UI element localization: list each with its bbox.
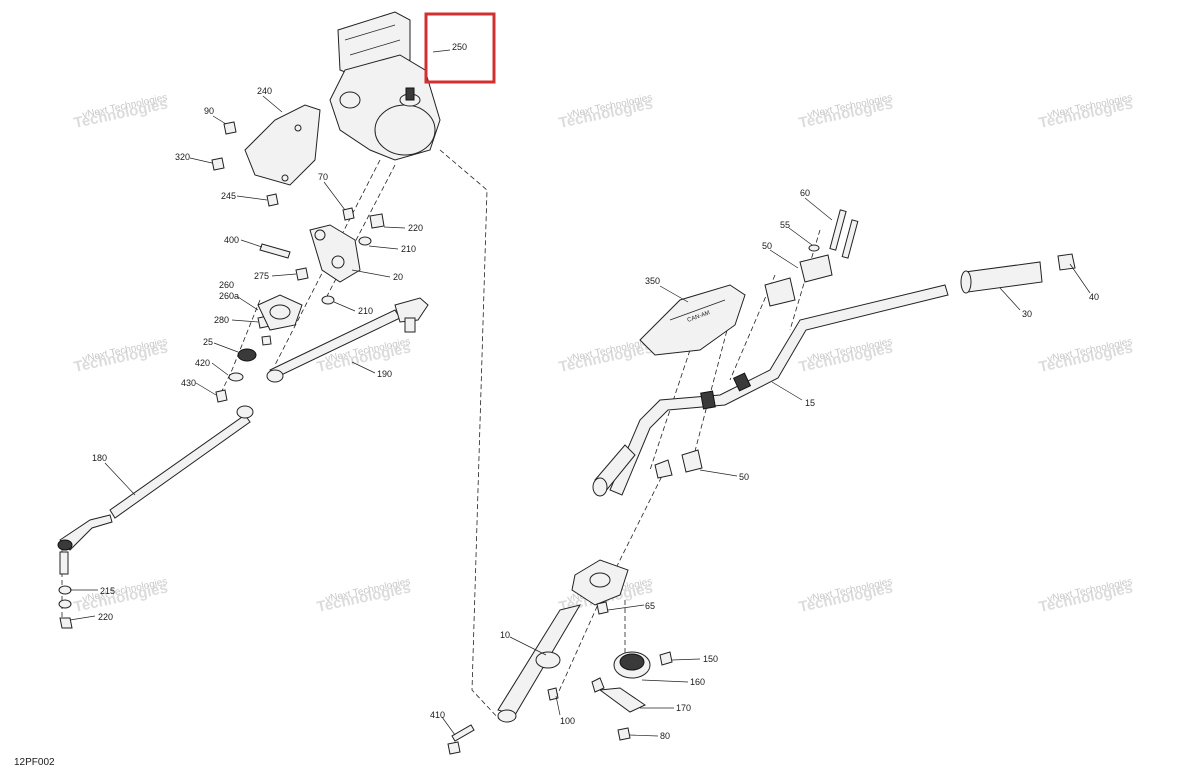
callout-20[interactable]: 20 [393,272,403,282]
handlebar [592,284,949,497]
leader-lines [69,49,1091,737]
callout-100[interactable]: 100 [560,716,575,726]
callout-150[interactable]: 150 [703,654,718,664]
callout-70[interactable]: 70 [318,172,328,182]
callout-240[interactable]: 240 [257,86,272,96]
callout-10[interactable]: 10 [500,630,510,640]
callout-220b[interactable]: 220 [98,612,113,622]
callout-210b[interactable]: 210 [358,306,373,316]
callout-215[interactable]: 215 [100,586,115,596]
callout-250[interactable]: 250 [452,42,467,52]
watermark: Technologies vNext Technologies [557,336,654,376]
watermark: Technologies vNext Technologies [72,576,169,616]
callout-320[interactable]: 320 [175,152,190,162]
callout-30[interactable]: 30 [1022,309,1032,319]
steering-column [497,559,629,723]
callout-280[interactable]: 280 [214,315,229,325]
callout-210[interactable]: 210 [401,244,416,254]
watermark: Technologies vNext Technologies [797,336,894,376]
watermark: Technologies vNext Technologies [72,92,169,132]
callout-190[interactable]: 190 [377,369,392,379]
watermark: Technologies vNext Technologies [797,92,894,132]
callouts: 250 240 90 320 245 70 220 210 400 20 275… [92,42,1099,741]
callout-400[interactable]: 400 [224,235,239,245]
callout-80[interactable]: 80 [660,731,670,741]
callout-40[interactable]: 40 [1089,292,1099,302]
callout-25[interactable]: 25 [203,337,213,347]
watermark: Technologies vNext Technologies [1037,576,1134,616]
callout-410[interactable]: 410 [430,710,445,720]
mounting-bracket [244,104,321,186]
callout-65[interactable]: 65 [645,601,655,611]
handlebar-grip [960,253,1076,294]
callout-60[interactable]: 60 [800,188,810,198]
callout-245[interactable]: 245 [221,191,236,201]
watermark: Technologies vNext Technologies [72,336,169,376]
callout-420[interactable]: 420 [195,358,210,368]
column-bushing [591,651,673,741]
power-steering-motor [329,11,441,161]
callout-50[interactable]: 50 [762,241,772,251]
bearing-plate [257,294,303,331]
highlight-box [424,12,496,84]
callout-170[interactable]: 170 [676,703,691,713]
callout-55[interactable]: 55 [780,220,790,230]
callout-260a[interactable]: 260a [219,291,239,301]
watermark: Technologies vNext Technologies [797,576,894,616]
drawing-code: 12PF002 [14,757,55,768]
callout-15[interactable]: 15 [805,398,815,408]
tie-rod-long [57,405,254,629]
watermark: Technologies vNext Technologies [315,576,412,616]
callout-160[interactable]: 160 [690,677,705,687]
pitman-arm [309,224,361,283]
callout-430[interactable]: 430 [181,378,196,388]
handlebar-pad: CAN-AM [639,284,746,356]
watermark: Technologies vNext Technologies [1037,92,1134,132]
lower-clamps [654,449,703,479]
upper-clamps [764,209,859,307]
fasteners-left [211,121,385,403]
callout-260[interactable]: 260 [219,280,234,290]
tie-rod-short [266,297,429,383]
watermark-grid: Technologies vNext Technologies Technolo… [72,92,1134,616]
watermark: Technologies vNext Technologies [557,92,654,132]
callout-220[interactable]: 220 [408,223,423,233]
watermark: Technologies vNext Technologies [1037,336,1134,376]
callout-50b[interactable]: 50 [739,472,749,482]
assembly-lines [61,149,821,721]
bolt-410 [447,724,475,755]
callout-275[interactable]: 275 [254,271,269,281]
callout-90[interactable]: 90 [204,106,214,116]
callout-350[interactable]: 350 [645,276,660,286]
callout-180[interactable]: 180 [92,453,107,463]
